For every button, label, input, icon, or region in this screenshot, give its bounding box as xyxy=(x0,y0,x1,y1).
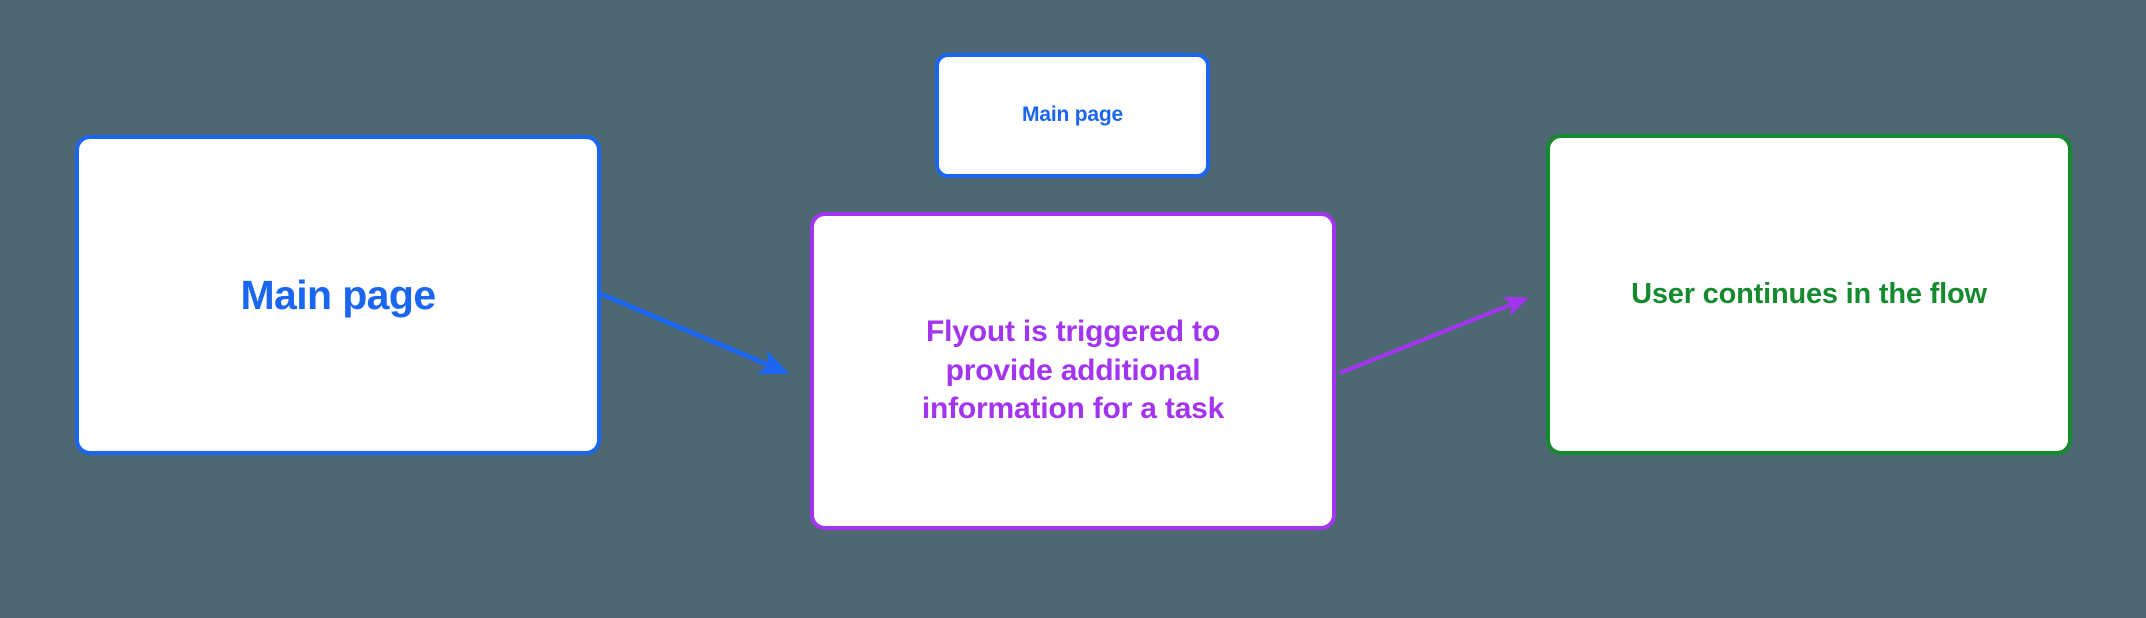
edge-flyout-to-user-continues xyxy=(1339,296,1529,375)
node-user-continues[interactable]: User continues in the flow xyxy=(1546,134,2072,455)
node-flyout-label: Flyout is triggered to provide additiona… xyxy=(921,315,1225,426)
node-flyout[interactable]: Flyout is triggered to provide additiona… xyxy=(810,212,1336,530)
node-main-page-small-label: Main page xyxy=(1022,103,1123,127)
node-user-continues-label: User continues in the flow xyxy=(1631,277,1987,310)
node-main-page-large[interactable]: Main page xyxy=(75,135,601,455)
node-main-page-large-label: Main page xyxy=(240,271,436,318)
edge-main-page-to-flyout xyxy=(600,291,790,375)
node-main-page-small[interactable]: Main page xyxy=(935,53,1210,178)
